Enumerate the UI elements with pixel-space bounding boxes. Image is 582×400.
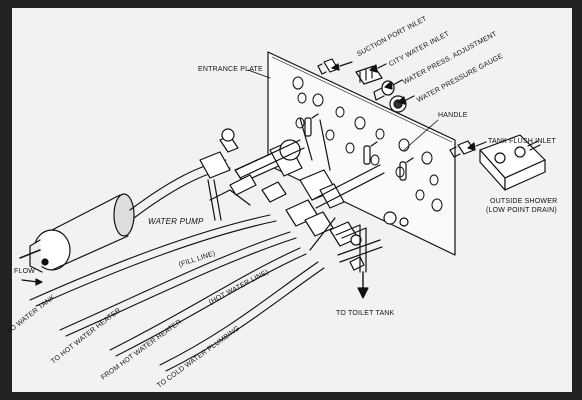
low-point-drain-label: (LOW POINT DRAIN) <box>486 207 557 214</box>
water-pump <box>19 193 135 273</box>
city-water-fitting <box>355 65 383 85</box>
outside-shower-box <box>479 134 546 191</box>
tank-flush-inlet-label: TANK FLUSH INLET <box>488 138 557 145</box>
handle-label: HANDLE <box>438 112 468 119</box>
pipes <box>207 117 385 273</box>
to-toilet-tank-label: TO TOILET TANK <box>336 310 395 317</box>
entrance-plate-label: ENTRANCE PLATE <box>198 66 263 73</box>
flow-label: FLOW <box>14 268 36 275</box>
hoses <box>29 159 325 372</box>
water-pump-label: WATER PUMP <box>148 217 204 226</box>
outside-shower-label: OUTSIDE SHOWER <box>490 198 558 205</box>
leader-arrows <box>21 61 487 286</box>
